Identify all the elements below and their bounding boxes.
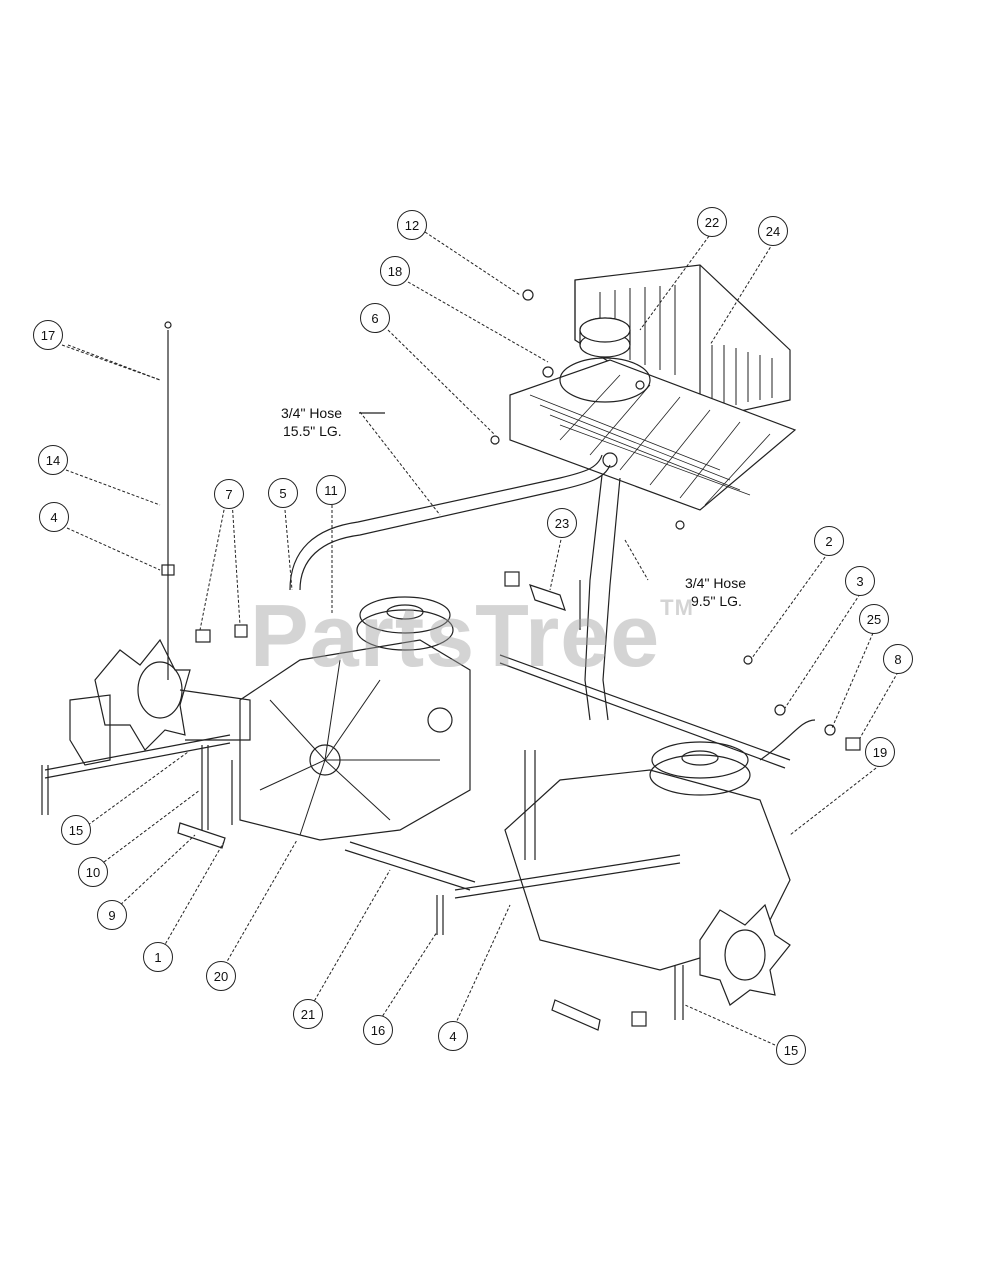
callout-1: 1 — [143, 942, 173, 972]
callout-21: 21 — [293, 999, 323, 1029]
callout-6: 6 — [360, 303, 390, 333]
callout-5: 5 — [268, 478, 298, 508]
hose-short — [584, 474, 621, 721]
partstree-watermark: PartsTreeTM — [250, 585, 694, 687]
right-transmission — [436, 741, 791, 1031]
watermark-tm: TM — [660, 595, 694, 620]
hose-note-15-5-line2: 15.5" LG. — [283, 423, 342, 439]
callout-22: 22 — [697, 207, 727, 237]
callout-16: 16 — [363, 1015, 393, 1045]
callout-7: 7 — [214, 479, 244, 509]
watermark-text: PartsTree — [250, 586, 661, 685]
coupler-shaft — [344, 841, 476, 891]
hose-note-9-5: 3/4" Hose 9.5" LG. — [685, 574, 746, 610]
callout-12: 12 — [397, 210, 427, 240]
callout-3: 3 — [845, 566, 875, 596]
hose-long — [289, 454, 611, 591]
callout-2: 2 — [814, 526, 844, 556]
callout-9: 9 — [97, 900, 127, 930]
hose-note-9-5-line1: 3/4" Hose — [685, 575, 747, 591]
callout-20: 20 — [206, 961, 236, 991]
control-rods — [161, 321, 248, 849]
callout-4-left: 4 — [39, 502, 69, 532]
callout-8: 8 — [883, 644, 913, 674]
callout-23: 23 — [547, 508, 577, 538]
callout-25: 25 — [859, 604, 889, 634]
callout-19: 19 — [865, 737, 895, 767]
callout-10: 10 — [78, 857, 108, 887]
callout-14: 14 — [38, 445, 68, 475]
callout-24: 24 — [758, 216, 788, 246]
leader-lines — [61, 231, 899, 1046]
reservoir-tank — [490, 264, 797, 530]
linkage-rod — [499, 571, 861, 769]
callout-17: 17 — [33, 320, 63, 350]
left-transmission — [41, 596, 471, 841]
callout-4-right: 4 — [438, 1021, 468, 1051]
callout-11: 11 — [316, 475, 346, 505]
hose-note-15-5: 3/4" Hose 15.5" LG. — [281, 404, 342, 440]
hose-note-15-5-dash — [359, 412, 385, 414]
callout-15-right: 15 — [776, 1035, 806, 1065]
callout-18: 18 — [380, 256, 410, 286]
hose-note-9-5-line2: 9.5" LG. — [691, 593, 742, 609]
hose-note-15-5-line1: 3/4" Hose — [281, 405, 343, 421]
callout-15-left: 15 — [61, 815, 91, 845]
